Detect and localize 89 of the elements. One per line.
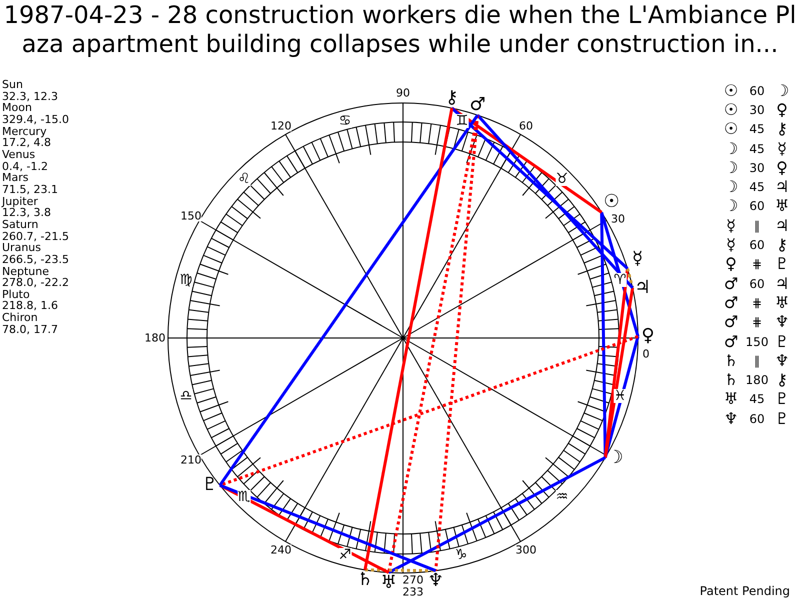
- planet-name: Neptune: [2, 266, 50, 278]
- aspect-value: 60: [749, 412, 765, 425]
- degree-label: 180: [144, 332, 166, 344]
- planet-symbol: ☿: [777, 140, 787, 157]
- aspect-value: 60: [749, 84, 765, 97]
- planet-symbol: ⚷: [776, 372, 788, 388]
- planet-name: Venus: [2, 148, 36, 161]
- planet-name: Mars: [2, 172, 30, 184]
- planet-symbol: ♆: [426, 570, 446, 591]
- planet-coordinates: 17.2, 4.8: [2, 137, 52, 149]
- planet-symbol: ♅: [724, 391, 738, 408]
- planet-name: Mercury: [2, 126, 47, 138]
- planet-symbol: ♅: [774, 294, 790, 311]
- aspect-value: 45: [749, 181, 765, 194]
- planet-symbol: ♅: [378, 572, 399, 593]
- planet-symbol: ☽: [724, 179, 738, 196]
- aspect-value: ∥: [754, 354, 760, 367]
- planet-symbol: ♄: [724, 352, 738, 369]
- planet-symbol: ♇: [774, 410, 790, 427]
- planet-coordinates: 278.0, -22.2: [2, 277, 69, 289]
- planet-symbol: ⚷: [776, 121, 788, 138]
- planet-name: Saturn: [2, 218, 40, 231]
- planet-symbol: ♃: [774, 179, 790, 196]
- aspect-value: 30: [749, 162, 765, 174]
- planet-symbol: ♆: [724, 410, 738, 427]
- planet-symbol: ♅: [774, 198, 790, 214]
- planet-symbol: ♀: [776, 160, 788, 176]
- aspect-value: ⋕: [752, 258, 762, 270]
- planet-symbol: ♆: [774, 314, 790, 330]
- aspect-value: 60: [749, 239, 765, 252]
- aspect-value: 60: [749, 278, 765, 290]
- planet-symbol: ⚷: [442, 88, 462, 108]
- planet-symbol: ☉: [724, 102, 738, 118]
- planet-symbol: ♀: [725, 256, 737, 272]
- aspect-value: 180: [746, 374, 768, 386]
- aspect-value: ⋕: [752, 316, 762, 328]
- planet-coordinates: 329.4, -15.0: [2, 114, 69, 126]
- planet-symbol: ☽: [724, 160, 738, 176]
- planet-name: Chiron: [2, 312, 39, 324]
- planet-coordinates: 32.3, 12.3: [2, 90, 59, 102]
- planet-symbol: ♀: [776, 102, 788, 118]
- planet-symbol: ♇: [774, 334, 790, 350]
- degree-label: 90: [396, 88, 410, 98]
- planet-symbol: ☉: [724, 82, 738, 99]
- planet-symbol: ☿: [726, 237, 736, 254]
- planet-symbol: ♆: [774, 352, 790, 369]
- planet-symbol: ♄: [355, 570, 376, 590]
- aspect-value: 60: [749, 200, 765, 212]
- planet-name: Uranus: [2, 242, 42, 254]
- planet-symbol: ♂: [724, 276, 738, 292]
- degree-label: 233: [402, 586, 424, 598]
- planet-coordinates: 266.5, -23.5: [2, 254, 69, 266]
- aspect-value: ⋕: [752, 296, 762, 309]
- planet-symbol: ☽: [724, 198, 738, 214]
- planet-name: Jupiter: [2, 196, 38, 208]
- planet-coordinates: 0.4, -1.2: [2, 160, 49, 172]
- planet-symbol: ☽: [724, 140, 738, 157]
- planet-coordinates: 71.5, 23.1: [2, 184, 59, 196]
- degree-label: 270: [402, 574, 424, 586]
- planet-symbol: ☿: [726, 218, 736, 234]
- planet-symbol: ♂: [724, 334, 738, 350]
- planet-symbol: ♇: [774, 256, 790, 272]
- planet-symbol: ☽: [774, 82, 790, 99]
- planet-symbol: ♄: [724, 372, 738, 388]
- footer-note: Patent Pending: [700, 584, 790, 598]
- aspect-value: 30: [749, 104, 765, 116]
- planet-name: Pluto: [2, 288, 30, 300]
- aspect-value: 150: [746, 336, 768, 348]
- planet-symbol: ♇: [774, 391, 790, 408]
- planet-symbol: ♃: [632, 278, 653, 298]
- planet-symbol: ☉: [724, 121, 738, 138]
- planet-coordinates: 218.8, 1.6: [2, 300, 59, 312]
- planet-coordinates: 260.7, -21.5: [2, 230, 69, 242]
- planet-symbol: ♂: [724, 314, 738, 330]
- planet-symbol: ♃: [774, 276, 790, 292]
- planet-coordinates: 12.3, 3.8: [2, 207, 52, 219]
- planet-symbol: ♀: [638, 326, 658, 346]
- aspect-value: 45: [749, 123, 765, 136]
- aspect-value: 45: [749, 393, 765, 406]
- degree-label: 0: [642, 348, 650, 360]
- planet-name: Moon: [2, 102, 33, 114]
- planet-coordinates: 78.0, 17.7: [2, 324, 59, 336]
- planet-symbol: ⚷: [776, 237, 788, 254]
- planet-name: Sun: [2, 79, 24, 91]
- aspect-value: ∥: [754, 220, 760, 232]
- chart-title: 1987-04-23 - 28 construction workers die when the L'Ambiance Plaza apartment building collapses while under construction in...: [2, 1, 798, 59]
- planet-symbol: ♂: [724, 294, 738, 311]
- planet-symbol: ♃: [774, 218, 790, 234]
- aspect-value: 45: [749, 142, 765, 155]
